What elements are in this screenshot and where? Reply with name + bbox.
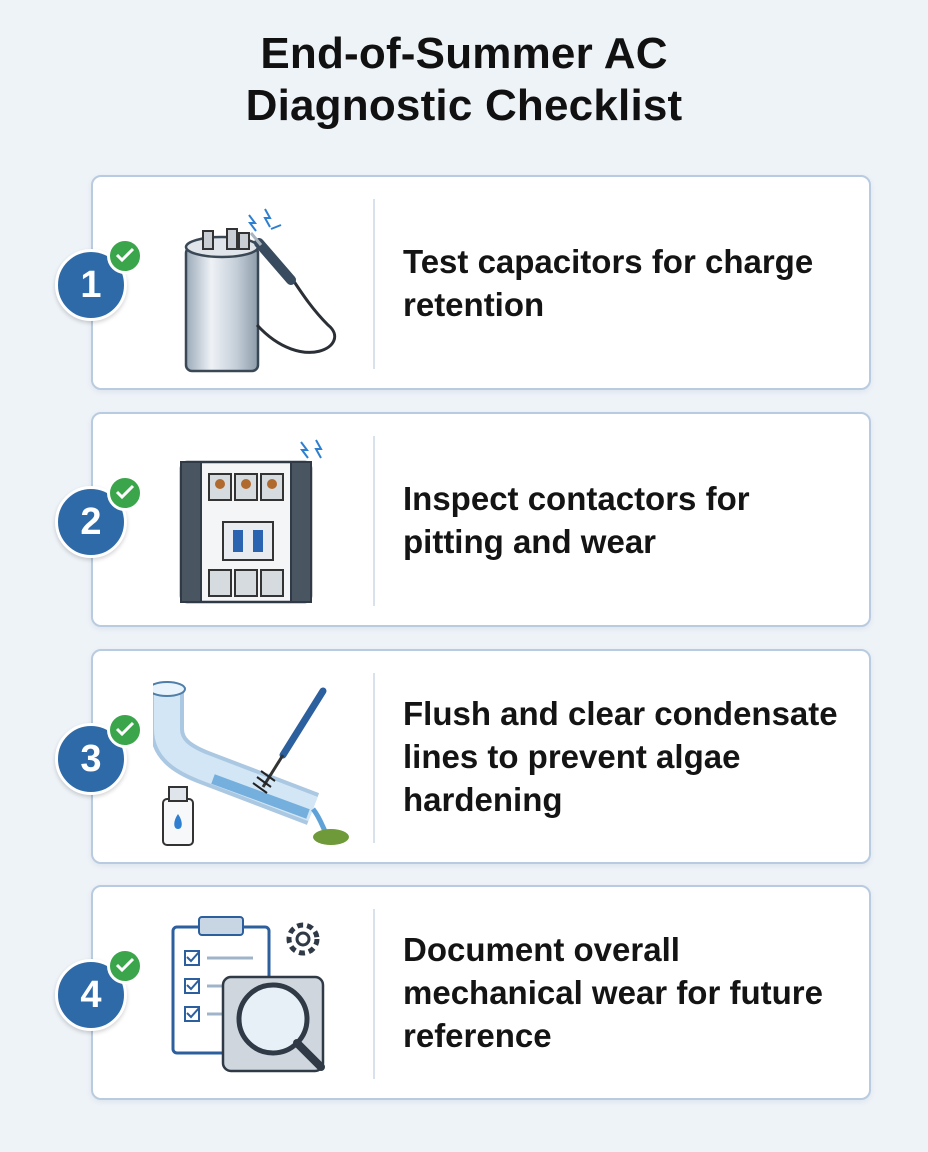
card-divider (373, 673, 375, 843)
page-title: End-of-Summer AC Diagnostic Checklist (0, 28, 928, 132)
step-label: Flush and clear condensate lines to prev… (403, 695, 838, 818)
step-text-3: Flush and clear condensate lines to prev… (403, 651, 849, 862)
step-card-1: Test capacitors for charge retention (91, 175, 871, 390)
checkmark-icon (107, 238, 143, 274)
step-number-badge-4: 4 (55, 959, 127, 1031)
step-text-2: Inspect contactors for pitting and wear (403, 414, 849, 625)
step-card-4: Document overall mechanical wear for fut… (91, 885, 871, 1100)
title-line-2: Diagnostic Checklist (245, 81, 683, 130)
step-label: Inspect contactors for pitting and wear (403, 479, 750, 560)
card-divider (373, 436, 375, 606)
step-text-1: Test capacitors for charge retention (403, 177, 849, 388)
checkmark-icon (107, 948, 143, 984)
checkmark-icon (107, 712, 143, 748)
pipe-brush-cleaner-icon (148, 659, 353, 859)
step-text-4: Document overall mechanical wear for fut… (403, 887, 849, 1098)
clipboard-ac-unit-magnifier-icon (153, 895, 353, 1095)
contactor-relay-icon (153, 422, 353, 622)
card-divider (373, 909, 375, 1079)
step-label: Document overall mechanical wear for fut… (403, 931, 823, 1054)
checkmark-icon (107, 475, 143, 511)
title-line-1: End-of-Summer AC (260, 29, 668, 78)
step-card-3: Flush and clear condensate lines to prev… (91, 649, 871, 864)
card-divider (373, 199, 375, 369)
capacitor-multimeter-probe-icon (153, 185, 353, 385)
step-card-2: Inspect contactors for pitting and wear (91, 412, 871, 627)
step-label: Test capacitors for charge retention (403, 242, 814, 323)
